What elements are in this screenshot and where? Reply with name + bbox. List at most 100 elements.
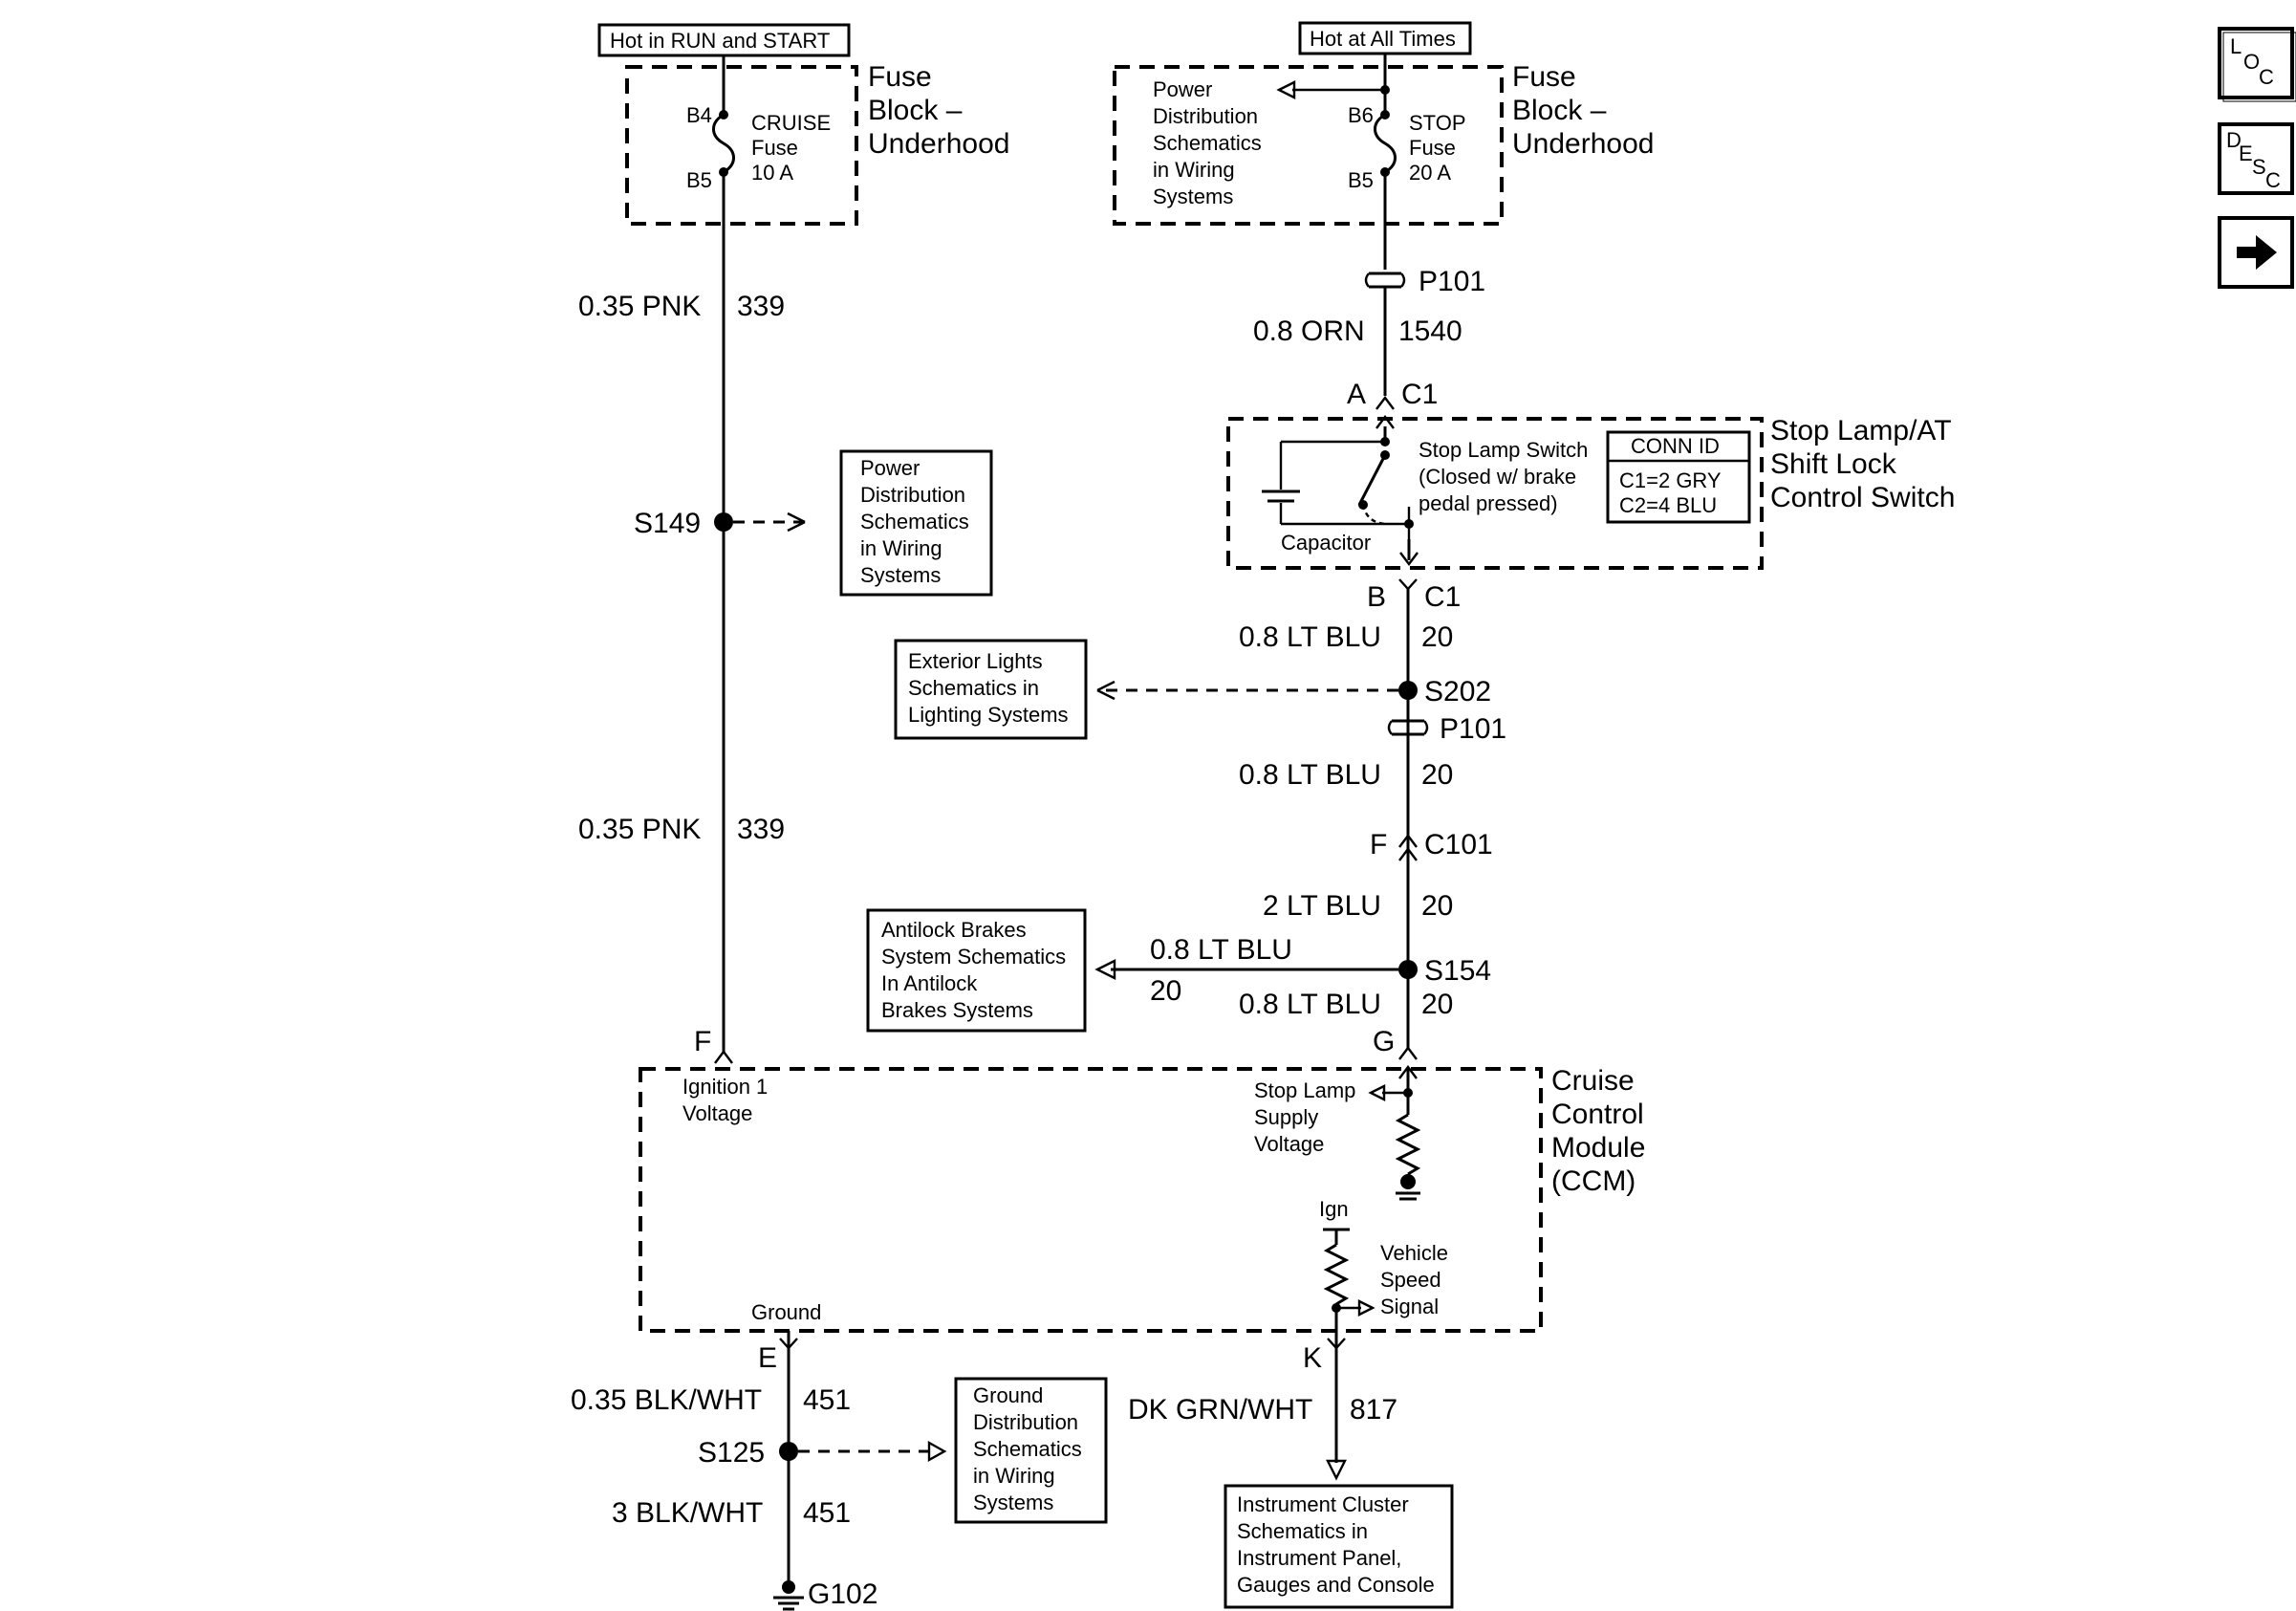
stop-lamp-switch-title-3: Control Switch: [1770, 482, 1955, 513]
fuse-pin-b5-right: B5: [1348, 168, 1374, 192]
wire-ltblu-3-circuit: 20: [1421, 890, 1453, 922]
ref-antilock-brakes[interactable]: [866, 908, 1087, 1033]
desc-letter-d: D: [2226, 128, 2242, 152]
stop-lamp-switch-title-2: Shift Lock: [1770, 448, 1897, 480]
vss-resistor: [1323, 1243, 1350, 1306]
ccm-title-4: (CCM): [1551, 1165, 1635, 1197]
connector-ccm-k-pin: K: [1303, 1342, 1322, 1374]
ref-power-dist-right-line-4: in Wiring: [1153, 158, 1235, 182]
splice-s149-dot: [714, 512, 733, 532]
ground-g102-symbol: [773, 1580, 804, 1611]
stop-lamp-switch-note-1: (Closed w/ brake: [1419, 465, 1576, 489]
wire-orn-circuit: 1540: [1398, 316, 1462, 347]
capacitor-label: Capacitor: [1281, 531, 1371, 555]
splice-s154: S154: [1424, 955, 1491, 987]
splice-s149: S149: [634, 508, 701, 539]
ccm-ground-label: Ground: [751, 1300, 821, 1324]
ref-exterior-lights-line-1: Exterior Lights: [908, 649, 1043, 673]
stop-lamp-switch-note-2: pedal pressed): [1419, 491, 1558, 515]
connector-ccm-g-symbol: [1398, 1046, 1418, 1060]
ref-power-dist-left-line-2: Distribution: [860, 483, 965, 507]
loc-button[interactable]: L O C: [2218, 27, 2296, 102]
wire-ltblu-2-circuit: 20: [1421, 759, 1453, 791]
wire-ltblu-branch-circuit: 20: [1150, 975, 1181, 1007]
ref-exterior-lights-line-3: Lighting Systems: [908, 703, 1069, 727]
ref-antilock-line-2: System Schematics: [881, 945, 1066, 969]
ref-antilock-line-1: Antilock Brakes: [881, 918, 1027, 942]
connector-ccm-f-symbol: [714, 1050, 733, 1064]
splice-s202-dot: [1398, 681, 1418, 700]
stop-fuse-word: Fuse: [1409, 136, 1456, 160]
wire-ltblu-2-gauge: 0.8 LT BLU: [1239, 759, 1381, 791]
cruise-fuse-rating: 10 A: [751, 161, 793, 185]
fuse-block-right-title-3: Underhood: [1512, 128, 1654, 160]
wire-ltblu-4-circuit: 20: [1421, 989, 1453, 1020]
wire-dkgrn-circuit: 817: [1350, 1394, 1397, 1426]
ref-ground-dist-line-5: Systems: [973, 1491, 1053, 1514]
stop-lamp-resistor: [1395, 1113, 1421, 1176]
connector-c1-a-name: C1: [1401, 379, 1438, 410]
next-button[interactable]: [2218, 216, 2294, 289]
ccm-stop-lamp-2: Supply: [1254, 1105, 1318, 1129]
fuse-pin-b5: B5: [686, 168, 712, 192]
ccm-vss-2: Speed: [1380, 1268, 1441, 1292]
ref-instrument-cluster[interactable]: [1224, 1484, 1454, 1609]
stop-lamp-switch-label: Stop Lamp Switch: [1419, 438, 1588, 462]
connector-c1-b-pin: B: [1367, 581, 1386, 613]
desc-letter-e: E: [2239, 142, 2253, 165]
connector-ccm-f-pin: F: [694, 1026, 711, 1057]
stop-fuse-name: STOP: [1409, 111, 1466, 135]
ref-ground-dist-line-3: Schematics: [973, 1437, 1082, 1461]
ref-ground-dist-line-4: in Wiring: [973, 1464, 1055, 1488]
ref-power-dist-right-line-2: Distribution: [1153, 104, 1258, 128]
desc-letter-c: C: [2265, 168, 2281, 192]
ccm-title-1: Cruise: [1551, 1065, 1635, 1097]
wire-pnk-mid-gauge: 0.35 PNK: [578, 814, 701, 845]
wire-ltblu-4-gauge: 0.8 LT BLU: [1239, 989, 1381, 1020]
splice-s125: S125: [698, 1437, 765, 1469]
ref-ground-dist-line-1: Ground: [973, 1383, 1043, 1407]
cruise-fuse-symbol: [712, 113, 735, 174]
ref-instrument-cluster-line-2: Schematics in: [1237, 1519, 1368, 1543]
ref-instrument-cluster-line-1: Instrument Cluster: [1237, 1492, 1409, 1516]
ref-exterior-lights-line-2: Schematics in: [908, 676, 1039, 700]
fuse-pin-b6: B6: [1348, 103, 1374, 127]
wire-ltblu-1-circuit: 20: [1421, 621, 1453, 653]
wire-ltblu-branch-gauge: 0.8 LT BLU: [1150, 934, 1292, 966]
ref-power-dist-right-line-5: Systems: [1153, 185, 1233, 208]
ccm-ignition-voltage-2: Voltage: [682, 1101, 752, 1125]
wire-pnk-top-gauge: 0.35 PNK: [578, 291, 701, 322]
ccm-title-3: Module: [1551, 1132, 1645, 1164]
ccm-ignition-voltage-1: Ignition 1: [682, 1075, 768, 1099]
wire-ltblu-1-gauge: 0.8 LT BLU: [1239, 621, 1381, 653]
connector-c1-b-name: C1: [1424, 581, 1461, 613]
wire-blk-2-circuit: 451: [803, 1497, 851, 1529]
wire-pnk-top-circuit: 339: [737, 291, 785, 322]
ref-ground-distribution[interactable]: [954, 1377, 1108, 1524]
fuse-block-right-title-2: Block –: [1512, 95, 1607, 126]
fuse-block-left-title-1: Fuse: [868, 61, 932, 93]
wire-blk-1-gauge: 0.35 BLK/WHT: [571, 1384, 762, 1416]
ref-power-dist-left-line-5: Systems: [860, 563, 941, 587]
fuse-block-right-title-1: Fuse: [1512, 61, 1576, 93]
desc-letter-s: S: [2252, 155, 2266, 179]
connector-c101-symbol: [1398, 834, 1418, 861]
header-hot-run-start: Hot in RUN and START: [610, 29, 830, 53]
connector-c101-name: C101: [1424, 829, 1493, 860]
connector-ccm-e-pin: E: [758, 1342, 777, 1374]
ref-instrument-cluster-line-3: Instrument Panel,: [1237, 1546, 1401, 1570]
ccm-vss-1: Vehicle: [1380, 1241, 1448, 1265]
connector-c1-a-pin: A: [1347, 379, 1366, 410]
ref-power-dist-left-line-3: Schematics: [860, 510, 969, 533]
stop-fuse-rating: 20 A: [1409, 161, 1451, 185]
wire-blk-1-circuit: 451: [803, 1384, 851, 1416]
ccm-title-2: Control: [1551, 1099, 1644, 1130]
ref-power-distribution-left[interactable]: [839, 449, 993, 597]
ref-exterior-lights[interactable]: [894, 639, 1088, 740]
splice-s202: S202: [1424, 676, 1491, 708]
ref-antilock-line-3: In Antilock: [881, 971, 978, 995]
wire-blk-2-gauge: 3 BLK/WHT: [612, 1497, 763, 1529]
desc-button[interactable]: D E S C: [2218, 122, 2294, 195]
cruise-fuse-word: Fuse: [751, 136, 798, 160]
